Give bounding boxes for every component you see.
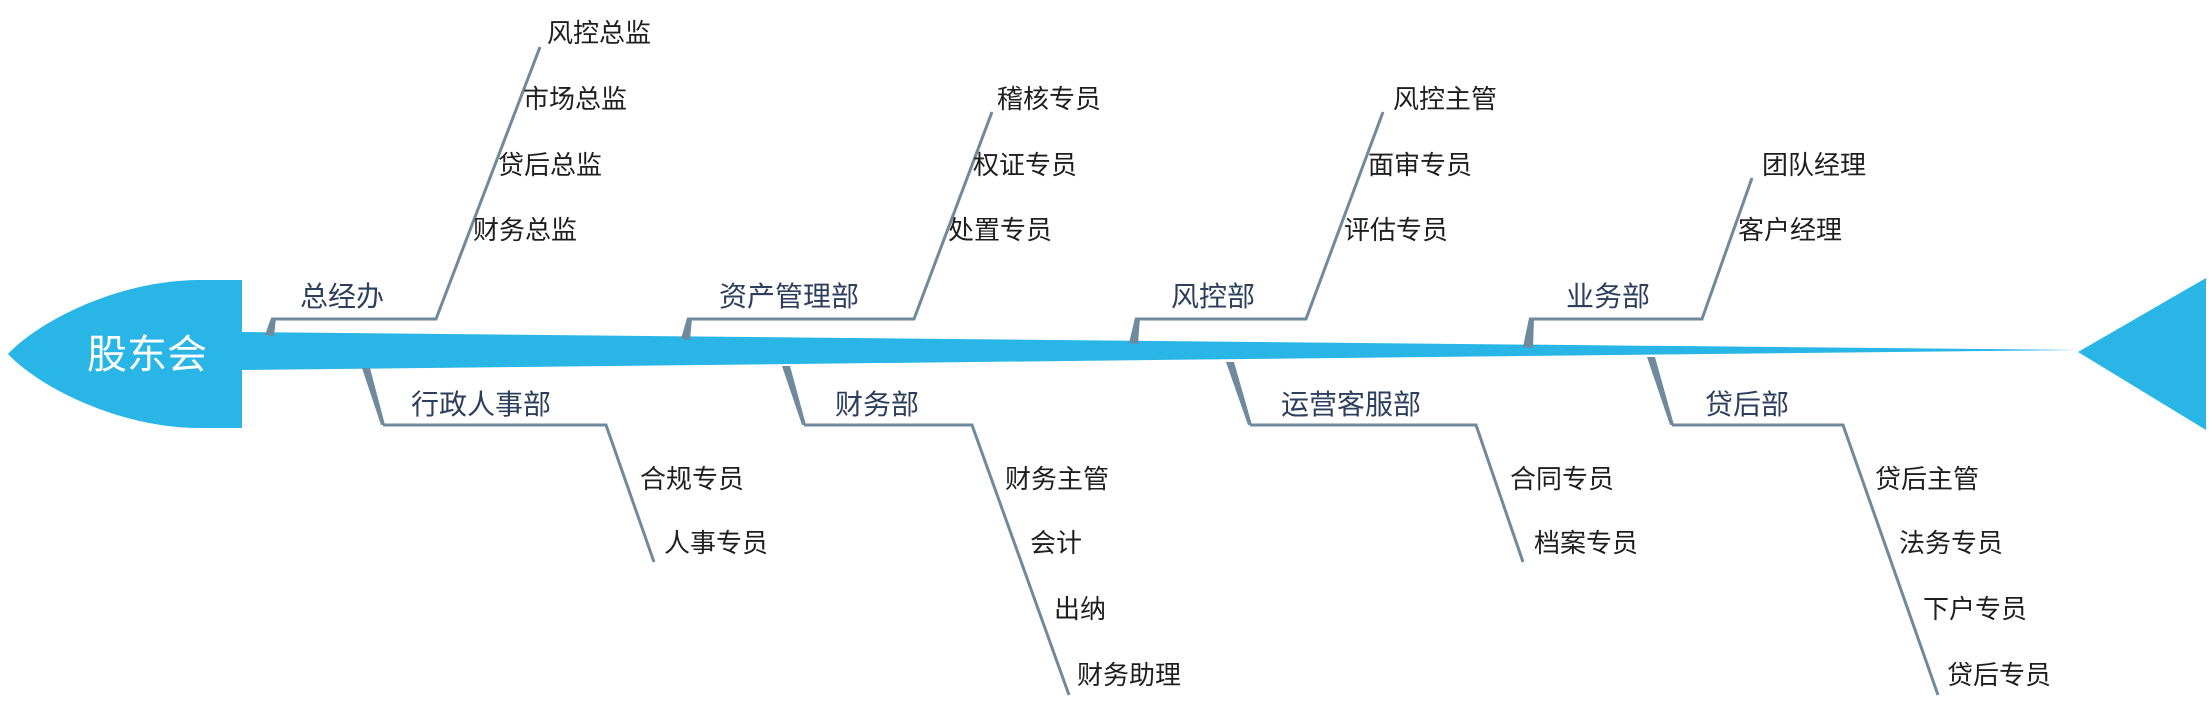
department-branch: 业务部 团队经理 客户经理 (1523, 151, 1866, 348)
branch-line (271, 46, 542, 321)
department-branch: 贷后部 贷后主管 法务专员 下户专员 贷后专员 (1647, 357, 2051, 696)
department-label: 风控部 (1171, 280, 1255, 313)
branch-line (687, 111, 994, 321)
department-label: 行政人事部 (411, 388, 551, 421)
head-label: 股东会 (87, 332, 207, 378)
branch-connector (1129, 318, 1140, 344)
role-label: 团队经理 (1762, 151, 1866, 181)
department-label: 运营客服部 (1281, 388, 1421, 421)
department-branch: 行政人事部 合规专员 人事专员 (362, 368, 768, 563)
branch-line (1250, 423, 1525, 563)
role-label: 合同专员 (1510, 465, 1614, 495)
branch-line (1672, 423, 1940, 696)
role-label: 档案专员 (1534, 529, 1638, 559)
department-branch: 风控部 风控主管 面审专员 评估专员 (1129, 85, 1497, 344)
role-label: 风控主管 (1393, 85, 1497, 115)
branch-line (804, 423, 1071, 696)
fish-tail (2078, 278, 2206, 430)
branch-connector (1647, 357, 1674, 425)
role-label: 处置专员 (948, 216, 1052, 246)
department-branch: 总经办 风控总监 市场总监 贷后总监 财务总监 (265, 19, 651, 336)
department-branch: 运营客服部 合同专员 档案专员 (1226, 362, 1638, 563)
role-label: 人事专员 (664, 529, 768, 559)
branch-line (1135, 111, 1385, 321)
role-label: 贷后主管 (1875, 465, 1979, 495)
branch-connector (681, 318, 692, 340)
role-label: 财务主管 (1005, 465, 1109, 495)
department-label: 财务部 (835, 388, 919, 421)
role-label: 下户专员 (1923, 595, 2027, 625)
department-label: 业务部 (1566, 280, 1650, 313)
department-branch: 财务部 财务主管 会计 出纳 财务助理 (782, 366, 1181, 696)
department-branch: 资产管理部 稽核专员 权证专员 处置专员 (681, 85, 1101, 340)
role-label: 财务总监 (473, 216, 577, 246)
branch-connector (1523, 318, 1534, 348)
role-label: 评估专员 (1344, 216, 1448, 246)
role-label: 出纳 (1054, 595, 1106, 625)
branch-connector (782, 366, 806, 425)
role-label: 贷后专员 (1947, 661, 2051, 691)
role-label: 客户经理 (1738, 216, 1842, 246)
branch-line (1529, 177, 1754, 321)
role-label: 法务专员 (1899, 529, 2003, 559)
role-label: 贷后总监 (498, 151, 602, 181)
department-label: 资产管理部 (719, 280, 859, 313)
branch-connector (265, 318, 276, 336)
role-label: 会计 (1030, 529, 1082, 559)
fishbone-spine (240, 332, 2080, 370)
branch-line (383, 423, 656, 563)
branch-connector (1226, 362, 1252, 425)
role-label: 市场总监 (523, 85, 627, 115)
department-label: 贷后部 (1705, 388, 1789, 421)
role-label: 财务助理 (1077, 661, 1181, 691)
role-label: 合规专员 (640, 465, 744, 495)
branch-connector (362, 368, 385, 425)
role-label: 面审专员 (1368, 151, 1472, 181)
role-label: 风控总监 (547, 19, 651, 49)
fish-head (8, 280, 242, 428)
role-label: 权证专员 (973, 151, 1077, 181)
role-label: 稽核专员 (997, 85, 1101, 115)
department-label: 总经办 (300, 280, 384, 313)
